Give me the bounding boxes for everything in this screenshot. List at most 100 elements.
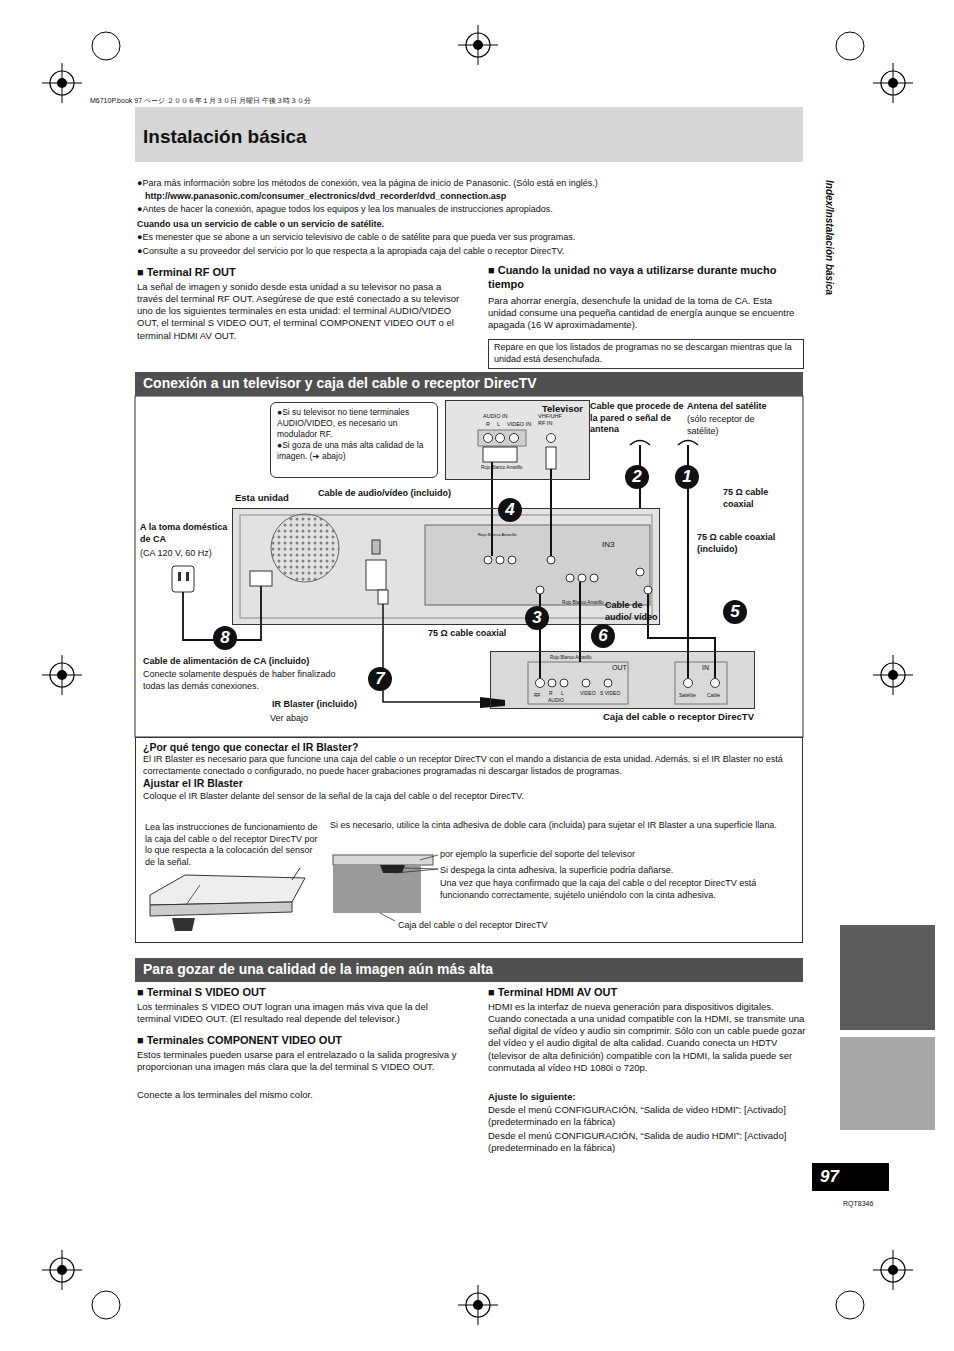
callout-number: 4 <box>498 498 522 522</box>
title-band <box>135 107 803 162</box>
text-label: R <box>549 690 553 696</box>
node-text: Conexión a un televisor y caja del cable… <box>143 375 795 393</box>
section-band: Para gozar de una calidad de la imagen a… <box>135 958 803 982</box>
note-box: Repare en que los listados de programas … <box>488 339 804 369</box>
text-label: IN <box>702 664 709 673</box>
text-label: Conecte a los terminales del mismo color… <box>137 1089 462 1101</box>
text-label: por ejemplo la superficie del soporte de… <box>440 849 635 861</box>
text-label: Cable <box>707 692 720 698</box>
television-illustration <box>445 400 590 480</box>
text-label: RF <box>534 692 541 698</box>
recorder-illustration <box>232 508 660 625</box>
text-label: Cable que procede de la pared o señal de… <box>590 401 685 436</box>
text-label: S VIDEO <box>600 690 620 696</box>
connection-cable <box>648 625 715 651</box>
text-label: 75 Ω cable coaxial <box>723 487 785 510</box>
callout-number: 7 <box>368 667 392 691</box>
section-band: Conexión a un televisor y caja del cable… <box>135 372 803 396</box>
callout-number: 2 <box>625 465 649 489</box>
text-label: Cuando usa un servicio de cable o un ser… <box>137 219 797 231</box>
text-label: L <box>561 690 564 696</box>
side-tab <box>840 925 935 1030</box>
text-label: ■ Terminales COMPONENT VIDEO OUT <box>137 1033 342 1047</box>
connection-cable <box>550 480 552 508</box>
node-text: Caja del cable o receptor DirecTV <box>491 711 754 723</box>
text-label: Cable de audio/ vídeo <box>605 600 660 623</box>
callout-number: 5 <box>723 600 747 624</box>
text-label: Una vez que haya confirmado que la caja … <box>440 878 795 901</box>
text-label: Rojo Blanco Amarillo <box>478 532 517 537</box>
ir-blaster-illustration <box>150 855 438 931</box>
text-label: VHF/UHF RF IN <box>538 413 568 427</box>
text-label: AUDIO <box>548 697 564 703</box>
page-number: 97 <box>812 1163 889 1191</box>
text-label: HDMI es la interfaz de nueva generación … <box>488 1001 808 1074</box>
text-label: VIDEO <box>580 690 596 696</box>
node-text: Repare en que los listados de programas … <box>494 342 798 365</box>
text-label: Estos terminales pueden usarse para el e… <box>137 1049 462 1073</box>
text-label: ■ Terminal RF OUT <box>137 265 236 279</box>
node-text: Televisor <box>446 401 589 415</box>
callout-note: ●Si su televisor no tiene terminales AUD… <box>270 402 438 478</box>
text-label: ■ Terminal S VIDEO OUT <box>137 985 266 999</box>
node-text: ●Si goza de una más alta calidad de la i… <box>277 440 431 462</box>
text-label: ■ Cuando la unidad no vaya a utilizarse … <box>488 263 803 291</box>
side-tab <box>840 1037 935 1130</box>
text-label: ●Consulte a su proveedor del servicio po… <box>137 246 797 258</box>
text-label: Antena del satélite <box>687 401 767 413</box>
text-label: ●Para más información sobre los métodos … <box>137 178 797 190</box>
text-label: Lea las instrucciones de funcionamiento … <box>145 822 325 868</box>
text-label: L <box>497 421 500 428</box>
registration-marks <box>42 25 913 1325</box>
text-label: Si despega la cinta adhesiva, la superfi… <box>440 865 673 877</box>
text-label: 75 Ω cable coaxial <box>428 628 506 640</box>
node-text: El IR Blaster es necesario para que func… <box>143 754 795 777</box>
text-label: (CA 120 V, 60 Hz) <box>140 548 212 560</box>
callout-number: 8 <box>213 626 237 650</box>
node-text: ●Si su televisor no tiene terminales AUD… <box>277 407 431 440</box>
text-label: AUDIO IN <box>483 413 507 420</box>
section-frame <box>135 396 803 737</box>
cable-box-illustration <box>480 651 755 709</box>
text-label: Ver abajo <box>270 713 308 725</box>
text-label: ●Es menester que se abone a un servicio … <box>137 232 797 244</box>
text-label: IR Blaster (incluido) <box>272 699 357 711</box>
text-label: Desde el menú CONFIGURACIÓN, “Salida de … <box>488 1104 808 1128</box>
callout-number: 6 <box>591 624 615 648</box>
page-title: Instalación básica <box>143 126 307 148</box>
text-label: La señal de imagen y sonido desde esta u… <box>137 281 467 342</box>
text-label: A la toma doméstica de CA <box>140 522 232 545</box>
text-label: M6710P.book 97 ページ ２００６年１月３０日 月曜日 午後３時３０… <box>90 97 311 106</box>
text-label: Rojo Blanco Amarillo <box>562 600 604 606</box>
text-label: Para ahorrar energía, desenchufe la unid… <box>488 295 803 331</box>
text-label: 75 Ω cable coaxial (incluido) <box>697 532 797 555</box>
text-label: OUT <box>612 664 627 673</box>
text-label: Los terminales S VIDEO OUT logran una im… <box>137 1001 462 1025</box>
node-text: ¿Por qué tengo que conectar el IR Blaste… <box>143 741 795 754</box>
node-text: Ajustar el IR Blaster <box>143 777 795 790</box>
text-label: IN3 <box>602 540 614 550</box>
text-label: Conecte solamente después de haber final… <box>143 669 348 692</box>
text-label: Cable de alimentación de CA (incluido) <box>143 656 309 668</box>
connection-cable <box>491 480 493 508</box>
connection-cable <box>579 625 581 651</box>
text-label: ■ Terminal HDMI AV OUT <box>488 985 617 999</box>
node-text: 97 <box>820 1166 881 1188</box>
text-label: Caja del cable o del receptor DirecTV <box>398 920 548 932</box>
text-label: Cable de audio/vídeo (incluido) <box>318 488 451 500</box>
cable-box: Caja del cable o receptor DirecTV <box>490 651 755 709</box>
text-label: http://www.panasonic.com/consumer_electr… <box>145 191 785 203</box>
text-label: Rojo Blanco Amarillo <box>481 465 523 471</box>
text-label: Ajuste lo siguiente: <box>488 1091 576 1103</box>
recorder-box: Esta unidad <box>232 508 660 625</box>
node-text: Para gozar de una calidad de la imagen a… <box>143 961 795 979</box>
text-label: R <box>486 421 490 428</box>
text-label: (sólo receptor de satélite) <box>687 414 787 437</box>
text-label: Rojo Blanco Amarillo <box>550 655 592 661</box>
text-label: Si es necesario, utilice la cinta adhesi… <box>330 820 785 832</box>
node-text: Coloque el IR Blaster delante del sensor… <box>143 791 795 803</box>
text-label: Satélite <box>679 692 696 698</box>
text-label: RQT8346 <box>843 1200 873 1209</box>
text-label: ●Antes de hacer la conexión, apague todo… <box>137 204 797 216</box>
side-index-tab: Index/Instalación básica <box>822 180 835 295</box>
